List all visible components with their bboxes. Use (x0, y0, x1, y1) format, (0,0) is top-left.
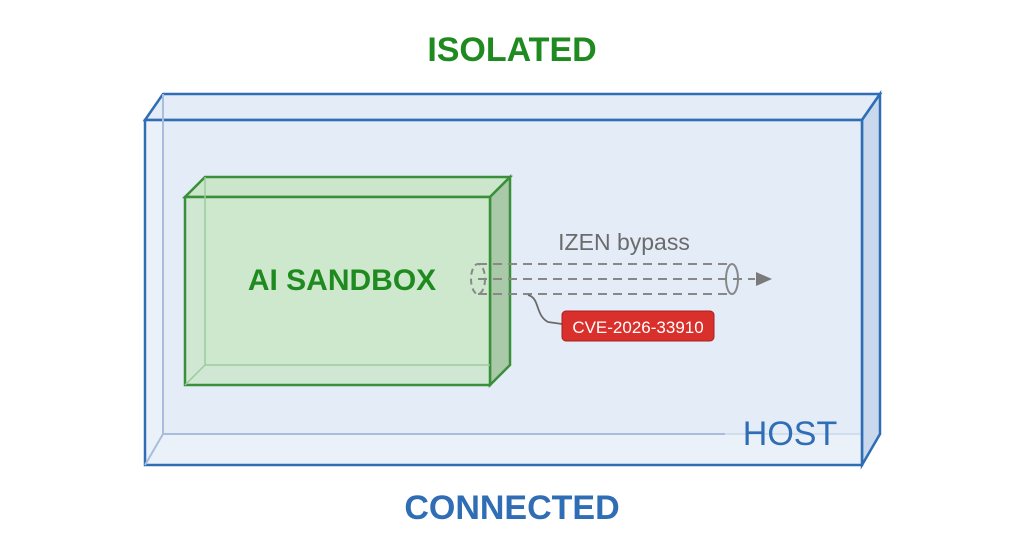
bypass-tunnel (470, 263, 772, 295)
host-label: HOST (743, 415, 837, 453)
isolated-label: ISOLATED (427, 31, 596, 69)
callout-line (527, 294, 563, 325)
tunnel-exit-ring (725, 263, 739, 295)
host-top-face (142, 92, 883, 122)
sandbox-box (181, 173, 514, 389)
host-right-face (860, 89, 882, 470)
sandbox-label: AI SANDBOX (248, 264, 436, 297)
cve-badge-text: CVE-2026-33910 (572, 318, 703, 337)
arrow-right-icon (756, 272, 772, 286)
cve-badge (561, 310, 715, 342)
connected-label: CONNECTED (404, 489, 619, 527)
sandbox-inner-edge-corner (184, 364, 206, 386)
tunnel-label: IZEN bypass (558, 229, 690, 255)
host-back-edge-corner (144, 433, 164, 466)
sandbox-right-face (488, 173, 512, 389)
sandbox-top-face (181, 175, 514, 199)
sandbox-front-face (183, 195, 492, 387)
